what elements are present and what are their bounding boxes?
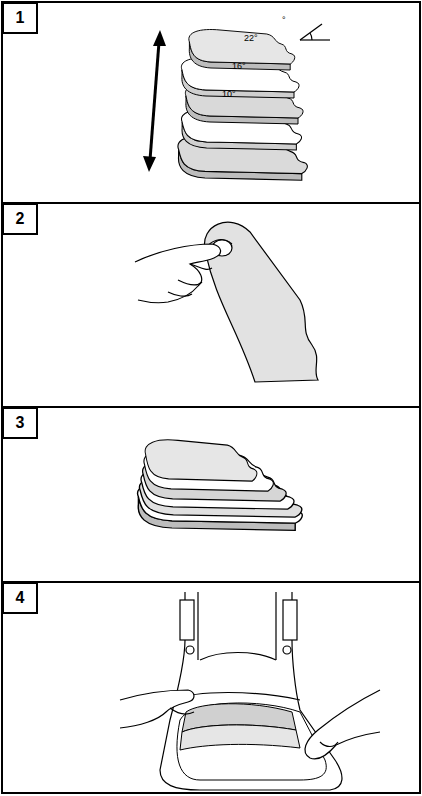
step-number-box: 4: [2, 582, 38, 614]
pad-peel: [204, 222, 318, 382]
angle-symbol: [300, 24, 330, 40]
heel-pads: [178, 30, 307, 181]
hand: [135, 244, 221, 303]
angle-label: 22°: [244, 34, 258, 43]
stacked-pads: [138, 440, 303, 531]
double-arrow: [143, 30, 166, 172]
angle-label: 10°: [222, 90, 236, 99]
step-number: 3: [16, 415, 25, 431]
hands: [120, 690, 380, 759]
angle-label: °: [282, 16, 286, 25]
step-number-box: 2: [2, 203, 38, 235]
angle-label: 16°: [232, 62, 246, 71]
step-number: 2: [16, 211, 25, 227]
step-number-box: 1: [2, 2, 38, 34]
insole: [177, 703, 326, 780]
step-number: 4: [16, 590, 25, 606]
step-number-box: 3: [2, 407, 38, 439]
step-number: 1: [16, 10, 25, 26]
